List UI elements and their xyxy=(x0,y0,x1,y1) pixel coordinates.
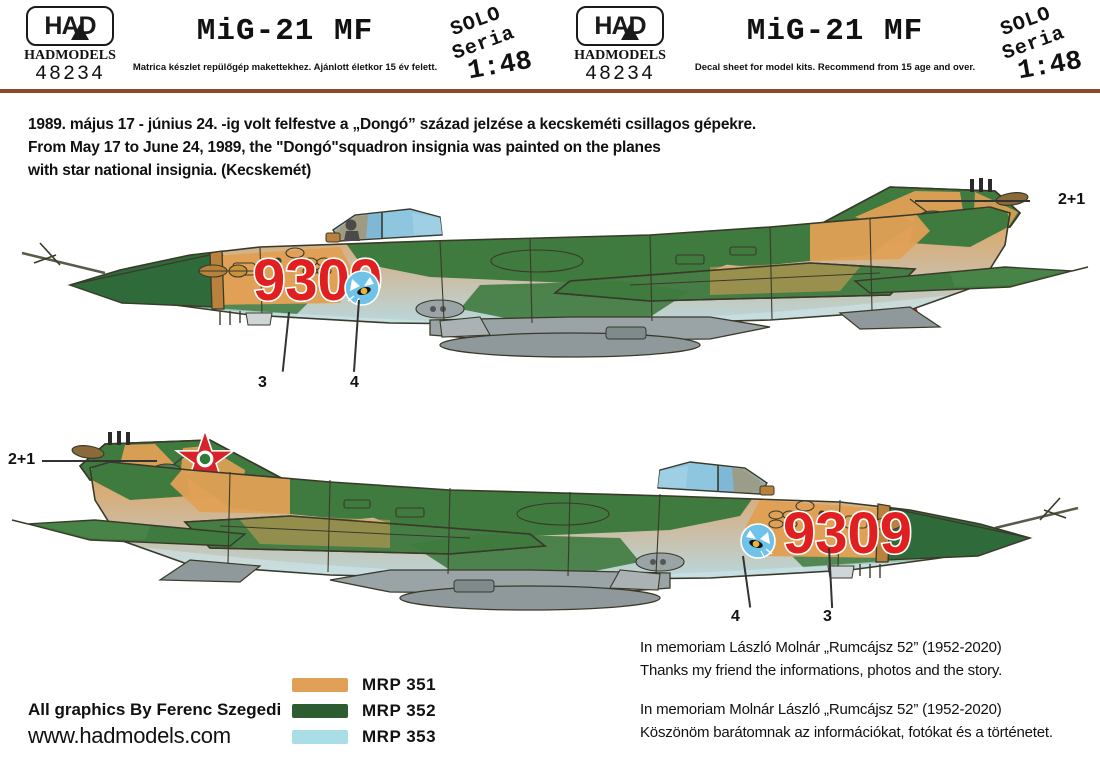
pitot-boom-bottom xyxy=(994,497,1079,530)
aircraft-profile-starboard: 9309 xyxy=(10,95,1090,365)
callout-top-2plus1: 2+1 xyxy=(1058,191,1086,208)
horizontal-stabilizer-bottom xyxy=(11,519,247,547)
aircraft-drawing-bottom: 9309 xyxy=(11,427,1079,611)
logo-wordmark: HAD xyxy=(594,12,646,40)
panel-lines-top xyxy=(198,218,873,324)
leader-line-top-2plus1 xyxy=(915,200,1030,202)
sheet-header: HAD HADMODELS 48234 MiG-21 MF Matrica ké… xyxy=(0,0,1100,93)
memoriam-block: In memoriam László Molnár „Rumcájsz 52” … xyxy=(640,636,1090,744)
product-code: 48234 xyxy=(34,63,105,86)
memoriam-hu-line1: In memoriam Molnár László „Rumcájsz 52” … xyxy=(640,701,1002,718)
callout-bottom-3: 3 xyxy=(823,608,832,625)
memoriam-en-line2: Thanks my friend the informations, photo… xyxy=(640,662,1003,679)
legend-item: MRP 351 xyxy=(292,672,492,698)
underfuselage-stores-bottom xyxy=(158,552,881,611)
panel-lines-bottom xyxy=(227,471,902,577)
description-block: 1989. május 17 - június 24. -ig volt fel… xyxy=(28,113,768,182)
triangle-icon xyxy=(71,24,89,40)
description-english-1: From May 17 to June 24, 1989, the "Dongó… xyxy=(28,139,661,156)
canopy-top xyxy=(325,208,443,243)
canopy-bottom xyxy=(657,461,775,496)
header-left-hungarian: HAD HADMODELS 48234 MiG-21 MF Matrica ké… xyxy=(0,0,550,92)
kit-subtitle: Decal sheet for model kits. Recommend fr… xyxy=(694,62,976,73)
color-legend: MRP 351 MRP 352 MRP 353 xyxy=(292,672,492,750)
description-english-2: with star national insignia. (Kecskemét) xyxy=(28,162,312,179)
callout-top-4: 4 xyxy=(350,374,359,391)
color-swatch-mrp352 xyxy=(292,704,348,718)
memoriam-spacer xyxy=(640,682,1090,698)
website-link[interactable]: www.hadmodels.com xyxy=(28,723,231,748)
horizontal-stabilizer-top xyxy=(853,266,1089,294)
kit-subtitle: Matrica készlet repülőgép makettekhez. A… xyxy=(132,62,438,73)
color-swatch-mrp353 xyxy=(292,730,348,744)
aircraft-profile-port: 9309 xyxy=(5,350,1090,620)
triangle-icon xyxy=(621,24,639,40)
legend-item: MRP 352 xyxy=(292,698,492,724)
credits-block: All graphics By Ferenc Szegedi www.hadmo… xyxy=(28,698,281,750)
brand-name: HADMODELS xyxy=(574,48,666,63)
logo-box-icon: HAD xyxy=(576,6,664,46)
main-wing-bottom xyxy=(183,515,547,555)
nose-cone-top xyxy=(67,250,225,310)
legend-label-mrp353: MRP 353 xyxy=(362,727,437,746)
serial-number-bottom: 9309 xyxy=(781,499,913,567)
graphics-credit: All graphics By Ferenc Szegedi xyxy=(28,700,282,719)
memoriam-hu-line2: Köszönöm barátomnak az információkat, fo… xyxy=(640,724,1053,741)
color-swatch-mrp351 xyxy=(292,678,348,692)
legend-label-mrp351: MRP 351 xyxy=(362,675,437,694)
brand-name: HADMODELS xyxy=(24,48,116,63)
callout-bottom-4: 4 xyxy=(731,608,740,625)
main-wing-top xyxy=(553,262,917,302)
product-code: 48234 xyxy=(584,63,655,86)
memoriam-en-line1: In memoriam László Molnár „Rumcájsz 52” … xyxy=(640,639,1002,656)
underfuselage-stores-top xyxy=(219,299,942,358)
national-insignia-star-bottom xyxy=(174,427,236,487)
logo-box-icon: HAD xyxy=(26,6,114,46)
hadmodels-logo-left: HAD HADMODELS 48234 xyxy=(24,6,116,86)
header-divider xyxy=(0,89,1100,93)
squadron-badge-top xyxy=(344,270,380,306)
kit-title: MiG-21 MF xyxy=(746,14,924,49)
serial-text-bottom: 9309 xyxy=(783,501,912,566)
aircraft-drawing-top: 9309 xyxy=(21,178,1089,358)
header-right-english: HAD HADMODELS 48234 MiG-21 MF Decal shee… xyxy=(550,0,1100,92)
kit-title: MiG-21 MF xyxy=(196,14,374,49)
hadmodels-logo-right: HAD HADMODELS 48234 xyxy=(574,6,666,86)
callout-bottom-2plus1: 2+1 xyxy=(8,451,36,468)
callout-top-3: 3 xyxy=(258,374,267,391)
description-hungarian: 1989. május 17 - június 24. -ig volt fel… xyxy=(28,116,757,133)
pitot-boom-top xyxy=(21,242,106,275)
squadron-badge-bottom xyxy=(740,523,776,559)
leader-line-bottom-2plus1 xyxy=(42,460,157,462)
logo-wordmark: HAD xyxy=(44,12,96,40)
legend-label-mrp352: MRP 352 xyxy=(362,701,437,720)
legend-item: MRP 353 xyxy=(292,724,492,750)
